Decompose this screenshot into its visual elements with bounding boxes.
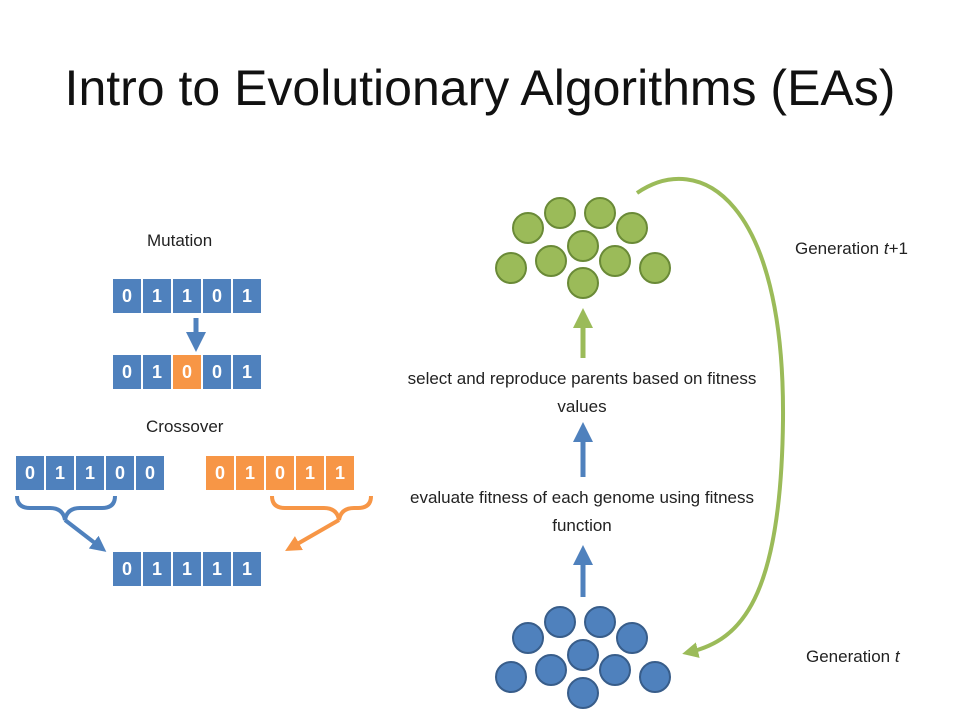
population-current-generation <box>495 606 671 709</box>
genome-circle <box>616 212 648 244</box>
gene-cell: 0 <box>205 455 235 491</box>
genome-circle <box>584 606 616 638</box>
gene-cell: 0 <box>112 354 142 390</box>
mutated-gene-cell: 0 <box>172 354 202 390</box>
gene-cell: 0 <box>112 551 142 587</box>
gene-cell: 0 <box>135 455 165 491</box>
genome-circle <box>639 661 671 693</box>
gene-cell: 0 <box>15 455 45 491</box>
gene-cell: 1 <box>142 354 172 390</box>
generation-current-prefix: Generation <box>806 647 895 666</box>
population-next-generation <box>495 197 671 299</box>
parent-a-arrow <box>63 518 107 552</box>
slide-title: Intro to Evolutionary Algorithms (EAs) <box>64 60 896 116</box>
gene-cell: 0 <box>265 455 295 491</box>
mutation-before-genome: 0 1 1 0 1 <box>112 278 262 314</box>
generation-next-suffix: +1 <box>888 239 908 258</box>
genome-circle <box>599 245 631 277</box>
gene-cell: 1 <box>142 551 172 587</box>
gene-cell: 1 <box>232 278 262 314</box>
crossover-parent-b-genome: 0 1 0 1 1 <box>205 455 355 491</box>
gene-cell: 0 <box>112 278 142 314</box>
evaluate-fitness-label: evaluate fitness of each genome using fi… <box>410 488 754 535</box>
gene-cell: 1 <box>232 551 262 587</box>
genome-circle <box>567 230 599 262</box>
gene-cell: 1 <box>142 278 172 314</box>
mutation-label: Mutation <box>147 231 213 250</box>
crossover-label: Crossover <box>146 417 224 436</box>
genome-circle <box>639 252 671 284</box>
gene-cell: 1 <box>75 455 105 491</box>
generation-next-var: t <box>883 239 889 258</box>
gene-cell: 1 <box>232 354 262 390</box>
genome-circle <box>495 252 527 284</box>
gene-cell: 1 <box>202 551 232 587</box>
select-reproduce-label: select and reproduce parents based on fi… <box>407 369 757 416</box>
gene-cell: 1 <box>325 455 355 491</box>
genome-circle <box>567 267 599 299</box>
crossover-child-genome: 0 1 1 1 1 <box>112 551 262 587</box>
generation-loop-arrow <box>635 176 786 658</box>
parent-b-arrow <box>285 518 340 551</box>
generation-next-label: Generation t+1 <box>795 239 908 259</box>
genome-circle <box>567 639 599 671</box>
genome-circle <box>535 654 567 686</box>
genome-circle <box>599 654 631 686</box>
gene-cell: 0 <box>202 354 232 390</box>
generation-next-prefix: Generation <box>795 239 884 258</box>
gene-cell: 0 <box>105 455 135 491</box>
genome-circle <box>512 622 544 654</box>
gene-cell: 1 <box>172 278 202 314</box>
gene-cell: 1 <box>235 455 265 491</box>
genome-circle <box>535 245 567 277</box>
evaluate-fitness-text: evaluate fitness of each genome using fi… <box>392 484 772 540</box>
genome-circle <box>495 661 527 693</box>
genome-circle <box>567 677 599 709</box>
crossover-parent-a-genome: 0 1 1 0 0 <box>15 455 165 491</box>
generation-current-var: t <box>894 647 900 666</box>
gene-cell: 1 <box>295 455 325 491</box>
generation-current-label: Generation t <box>806 647 900 667</box>
parent-b-brace <box>270 495 373 521</box>
parent-a-brace <box>15 495 117 521</box>
genome-circle <box>544 197 576 229</box>
select-reproduce-text: select and reproduce parents based on fi… <box>392 365 772 421</box>
genome-circle <box>512 212 544 244</box>
gene-cell: 0 <box>202 278 232 314</box>
gene-cell: 1 <box>172 551 202 587</box>
genome-circle <box>584 197 616 229</box>
mutation-after-genome: 0 1 0 0 1 <box>112 354 262 390</box>
genome-circle <box>616 622 648 654</box>
gene-cell: 1 <box>45 455 75 491</box>
genome-circle <box>544 606 576 638</box>
